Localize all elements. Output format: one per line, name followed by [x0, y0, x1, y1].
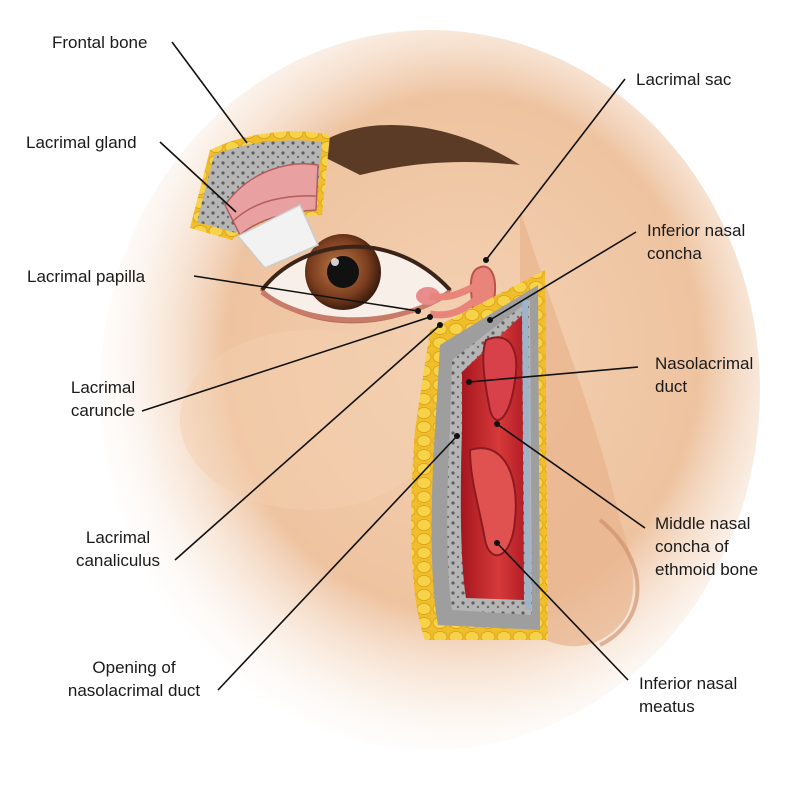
label-frontal-bone: Frontal bone: [52, 33, 148, 52]
label-inferior-nasal-meatus-line1: Inferior nasal: [639, 674, 738, 693]
leader-inferior-nasal-meatus: [496, 542, 629, 681]
leader-nasolacrimal-duct: [468, 366, 639, 383]
label-opening-nasolacrimal-duct: Opening of nasolacrimal duct: [54, 656, 214, 702]
leader-lacrimal-canaliculus: [174, 324, 441, 561]
label-lacrimal-papilla: Lacrimal papilla: [27, 267, 146, 286]
leader-lacrimal-gland: [159, 141, 237, 213]
label-middle-nasal-concha: Middle nasal concha of ethmoid bone: [655, 512, 758, 581]
label-inferior-nasal-concha: Inferior nasal concha: [647, 219, 745, 265]
caruncle-shape: [416, 287, 440, 305]
leader-frontal-bone: [171, 41, 248, 144]
label-lacrimal-gland: Lacrimal gland: [26, 133, 137, 152]
eyebrow: [310, 124, 520, 175]
label-inferior-nasal-concha-line2: concha: [647, 244, 702, 263]
label-lacrimal-canaliculus-line1: Lacrimal: [85, 528, 151, 547]
label-lacrimal-sac: Lacrimal sac: [636, 70, 732, 89]
label-lacrimal-canaliculus: Lacrimal canaliculus: [63, 526, 173, 572]
leader-lacrimal-caruncle: [141, 316, 431, 412]
leader-middle-nasal-concha: [496, 423, 646, 529]
label-nasolacrimal-duct: Nasolacrimal duct: [655, 352, 753, 398]
label-lacrimal-caruncle: Lacrimal caruncle: [58, 376, 148, 422]
label-middle-nasal-concha-line3: ethmoid bone: [655, 560, 759, 579]
label-opening-line2: nasolacrimal duct: [67, 681, 201, 700]
leader-opening: [217, 435, 458, 691]
label-opening-line1: Opening of: [92, 658, 176, 677]
label-lacrimal-caruncle-line1: Lacrimal: [70, 378, 136, 397]
leader-lacrimal-sac: [485, 78, 626, 261]
label-inferior-nasal-concha-line1: Inferior nasal: [647, 221, 746, 240]
frontal-bone-cutaway: [190, 131, 330, 269]
leader-lacrimal-papilla: [193, 275, 419, 312]
label-nasolacrimal-duct-line1: Nasolacrimal: [655, 354, 754, 373]
label-middle-nasal-concha-line2: concha of: [655, 537, 729, 556]
leader-inferior-nasal-concha: [489, 231, 637, 321]
leader-lines: [141, 41, 646, 691]
label-inferior-nasal-meatus-line2: meatus: [639, 697, 695, 716]
label-inferior-nasal-meatus: Inferior nasal meatus: [639, 672, 737, 718]
label-lacrimal-caruncle-line2: caruncle: [70, 401, 136, 420]
leader-endpoints: [415, 257, 500, 546]
label-lacrimal-canaliculus-line2: canaliculus: [75, 551, 161, 570]
eye: [259, 234, 453, 324]
label-nasolacrimal-duct-line2: duct: [655, 377, 688, 396]
label-middle-nasal-concha-line1: Middle nasal: [655, 514, 751, 533]
